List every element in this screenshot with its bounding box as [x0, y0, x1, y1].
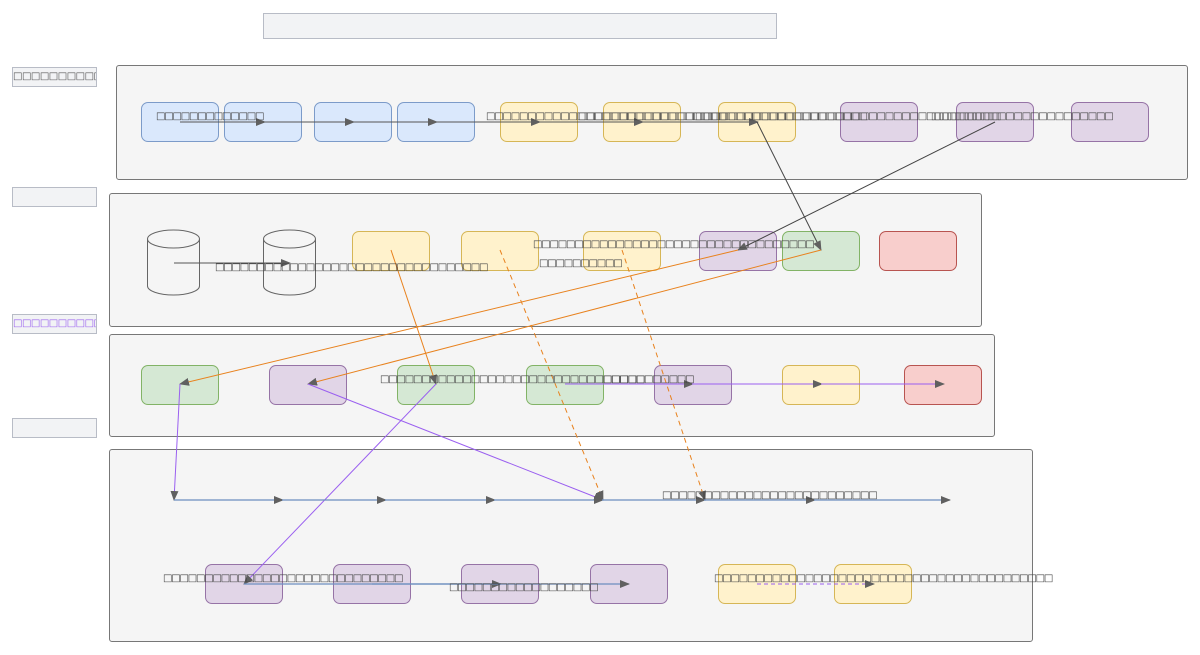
process-node[interactable]: [904, 365, 982, 405]
process-node[interactable]: [314, 102, 392, 142]
process-node[interactable]: [397, 102, 475, 142]
edge-label: □□□□□□□□□□□□□□□□□□: [449, 582, 599, 593]
process-node[interactable]: [718, 564, 796, 604]
edge-label: □□□□□□□□□□□□□□□□□□□□□□□□□□: [662, 490, 878, 501]
edge-label: □□□□□□□□□□□□□□□□□□□□□□□□□□□□□□□□□□□□□□: [380, 374, 695, 385]
process-node[interactable]: [840, 102, 918, 142]
edge-label: □□□□□□□□□□□□□□□□□□□□□□□□□□□□□□□□□□□□□: [695, 111, 1001, 122]
process-node[interactable]: [603, 102, 681, 142]
edge-label: □□□□□□□□□□□□□□□□□□□□□□□□□□□□□: [163, 573, 403, 584]
process-node[interactable]: [834, 564, 912, 604]
process-node[interactable]: [205, 564, 283, 604]
process-node[interactable]: [699, 231, 777, 271]
process-node[interactable]: [782, 365, 860, 405]
edge-label: □□□□□□□□□□□□□□□□□□□□□□□□□□□□□: [486, 111, 726, 122]
process-node[interactable]: [879, 231, 957, 271]
edge-label: □□□□□□□□□□□□□□□□□□□□□□□□□□□□□□□□□□: [533, 239, 815, 250]
process-node[interactable]: [333, 564, 411, 604]
lane-tag-4: [12, 418, 97, 438]
edge-label: □□□□□□□□□□□□□□□□□□□□□□□□□□□□□□□□□□□: [578, 111, 868, 122]
process-node[interactable]: [141, 365, 219, 405]
lane-tag-3: □□□□□□□□□□□□□□□: [12, 314, 97, 334]
edge-label: □□□□□□□□□□□□□□□□□□□□□□□□□□□□□□□□□: [215, 262, 488, 273]
process-node[interactable]: [782, 231, 860, 271]
edge-label: □□□□□□□□□□□□□□□□□□□□□□□□□□□□□□□□□□□□□□□□…: [714, 573, 1053, 584]
database-cylinder[interactable]: [146, 229, 202, 297]
process-node[interactable]: [654, 365, 732, 405]
process-node[interactable]: [397, 365, 475, 405]
edge-label: □□□□□□□□□□□□□: [156, 111, 264, 122]
lane-tag-1: □□□□□□□□□□□□□□□□: [12, 67, 97, 87]
process-node[interactable]: [718, 102, 796, 142]
edge-label: □□□□□□□□□□: [539, 258, 623, 269]
process-node[interactable]: [500, 102, 578, 142]
process-node[interactable]: [590, 564, 668, 604]
process-node[interactable]: [526, 365, 604, 405]
swimlane-4: [109, 449, 1033, 642]
diagram-title-box: [263, 13, 777, 39]
edge-label: □□□□□□□□□□□□□□□□□□□□□□: [931, 111, 1114, 122]
process-node[interactable]: [141, 102, 219, 142]
process-node[interactable]: [956, 102, 1034, 142]
process-node[interactable]: [1071, 102, 1149, 142]
process-node[interactable]: [224, 102, 302, 142]
lane-tag-2: [12, 187, 97, 207]
process-node[interactable]: [269, 365, 347, 405]
edge-label: □□□□□: [603, 374, 645, 385]
